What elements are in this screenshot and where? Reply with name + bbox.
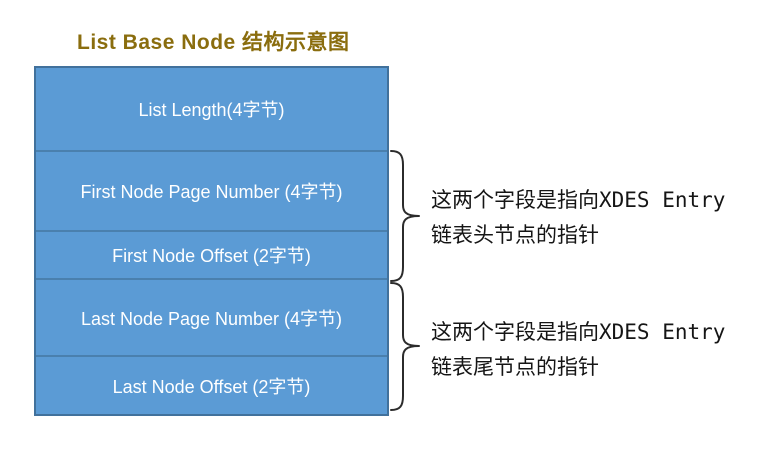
annotation-head-pointer: 这两个字段是指向XDES Entry 链表头节点的指针 [431, 183, 771, 253]
field-row-last-node-offset: Last Node Offset (2字节) [36, 355, 387, 414]
field-row-last-node-page-number: Last Node Page Number (4字节) [36, 278, 387, 355]
diagram-title: List Base Node 结构示意图 [77, 31, 350, 54]
annotation-line: 链表头节点的指针 [431, 223, 599, 247]
list-base-node-stack: List Length(4字节) First Node Page Number … [34, 66, 389, 416]
field-row-first-node-offset: First Node Offset (2字节) [36, 230, 387, 278]
field-label: First Node Page Number (4字节) [80, 182, 343, 202]
field-row-first-node-page-number: First Node Page Number (4字节) [36, 150, 387, 230]
annotation-line: 这两个字段是指向XDES Entry [431, 188, 726, 212]
field-label: Last Node Page Number (4字节) [80, 308, 343, 329]
field-label: First Node Offset (2字节) [112, 246, 311, 266]
curly-brace-tail-icon [389, 281, 429, 412]
annotation-line: 这两个字段是指向XDES Entry [431, 320, 726, 344]
annotation-line: 链表尾节点的指针 [431, 355, 599, 379]
field-row-list-length: List Length(4字节) [36, 68, 387, 150]
field-label: List Length(4字节) [138, 100, 285, 120]
field-label: Last Node Offset (2字节) [112, 376, 311, 397]
annotation-tail-pointer: 这两个字段是指向XDES Entry 链表尾节点的指针 [431, 315, 771, 385]
curly-brace-head-icon [389, 149, 429, 283]
